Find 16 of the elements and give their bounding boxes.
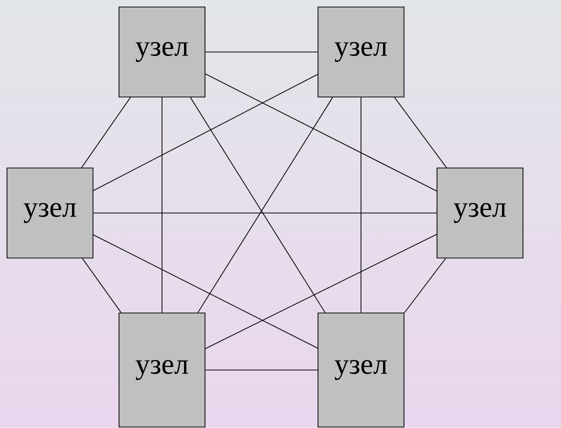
- connector-line: [205, 234, 437, 349]
- node-box: узел: [318, 312, 404, 428]
- node-box: узел: [118, 6, 206, 98]
- connector-line: [93, 234, 318, 349]
- connector-line: [205, 74, 437, 192]
- connector-line: [82, 258, 122, 313]
- node-box: узел: [6, 168, 94, 258]
- connector-line: [404, 258, 446, 314]
- connector-line: [93, 74, 318, 191]
- connector-line: [81, 97, 131, 168]
- node-box: узел: [318, 6, 404, 98]
- node-box: узел: [118, 312, 206, 428]
- connector-line: [93, 212, 437, 214]
- connector-line: [360, 97, 362, 313]
- node-box: узел: [436, 168, 524, 258]
- connector-line: [394, 97, 447, 168]
